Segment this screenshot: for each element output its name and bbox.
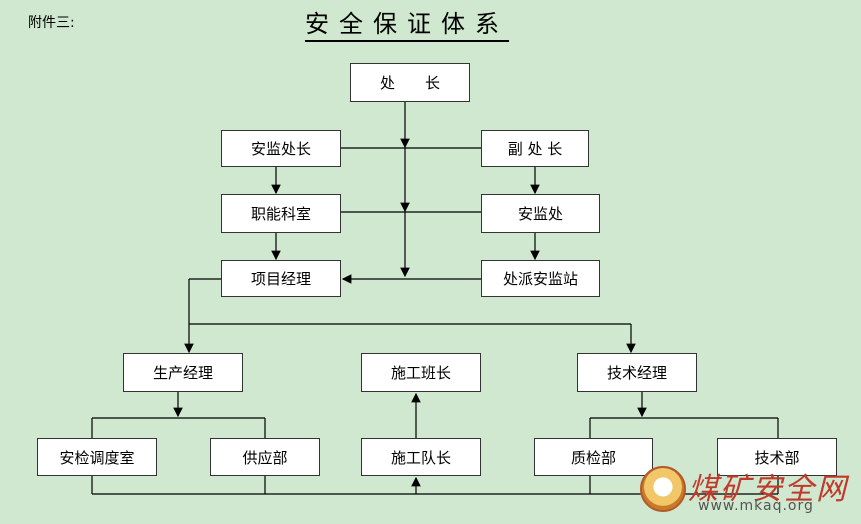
supply-dept-box: 供应部 bbox=[210, 438, 320, 476]
safety-office-box: 安监处 bbox=[481, 194, 600, 233]
attachment-label: 附件三: bbox=[28, 15, 75, 31]
functional-dept-box: 职能科室 bbox=[221, 194, 341, 233]
watermark-text: 煤矿安全网 bbox=[688, 472, 848, 507]
inspection-dispatch-box: 安检调度室 bbox=[37, 438, 157, 476]
project-manager-box: 项目经理 bbox=[221, 260, 341, 297]
deputy-director-box: 副 处 长 bbox=[481, 130, 589, 167]
diagram-title: 安全保证体系 bbox=[305, 4, 509, 42]
construction-captain-box: 施工队长 bbox=[361, 438, 481, 476]
safety-director-box: 安监处长 bbox=[221, 130, 341, 167]
construction-foreman-box: 施工班长 bbox=[361, 353, 481, 392]
production-manager-box: 生产经理 bbox=[123, 353, 243, 392]
director-box: 处 长 bbox=[350, 63, 470, 102]
watermark-url: www.mkaq.org bbox=[698, 498, 814, 514]
mine-logo-icon bbox=[640, 466, 686, 512]
dispatched-station-box: 处派安监站 bbox=[481, 260, 600, 297]
technical-dept-box: 技术部 bbox=[717, 438, 837, 476]
quality-dept-box: 质检部 bbox=[534, 438, 653, 476]
watermark-logo: 煤矿安全网 www.mkaq.org bbox=[636, 462, 858, 522]
technical-manager-box: 技术经理 bbox=[577, 353, 697, 392]
